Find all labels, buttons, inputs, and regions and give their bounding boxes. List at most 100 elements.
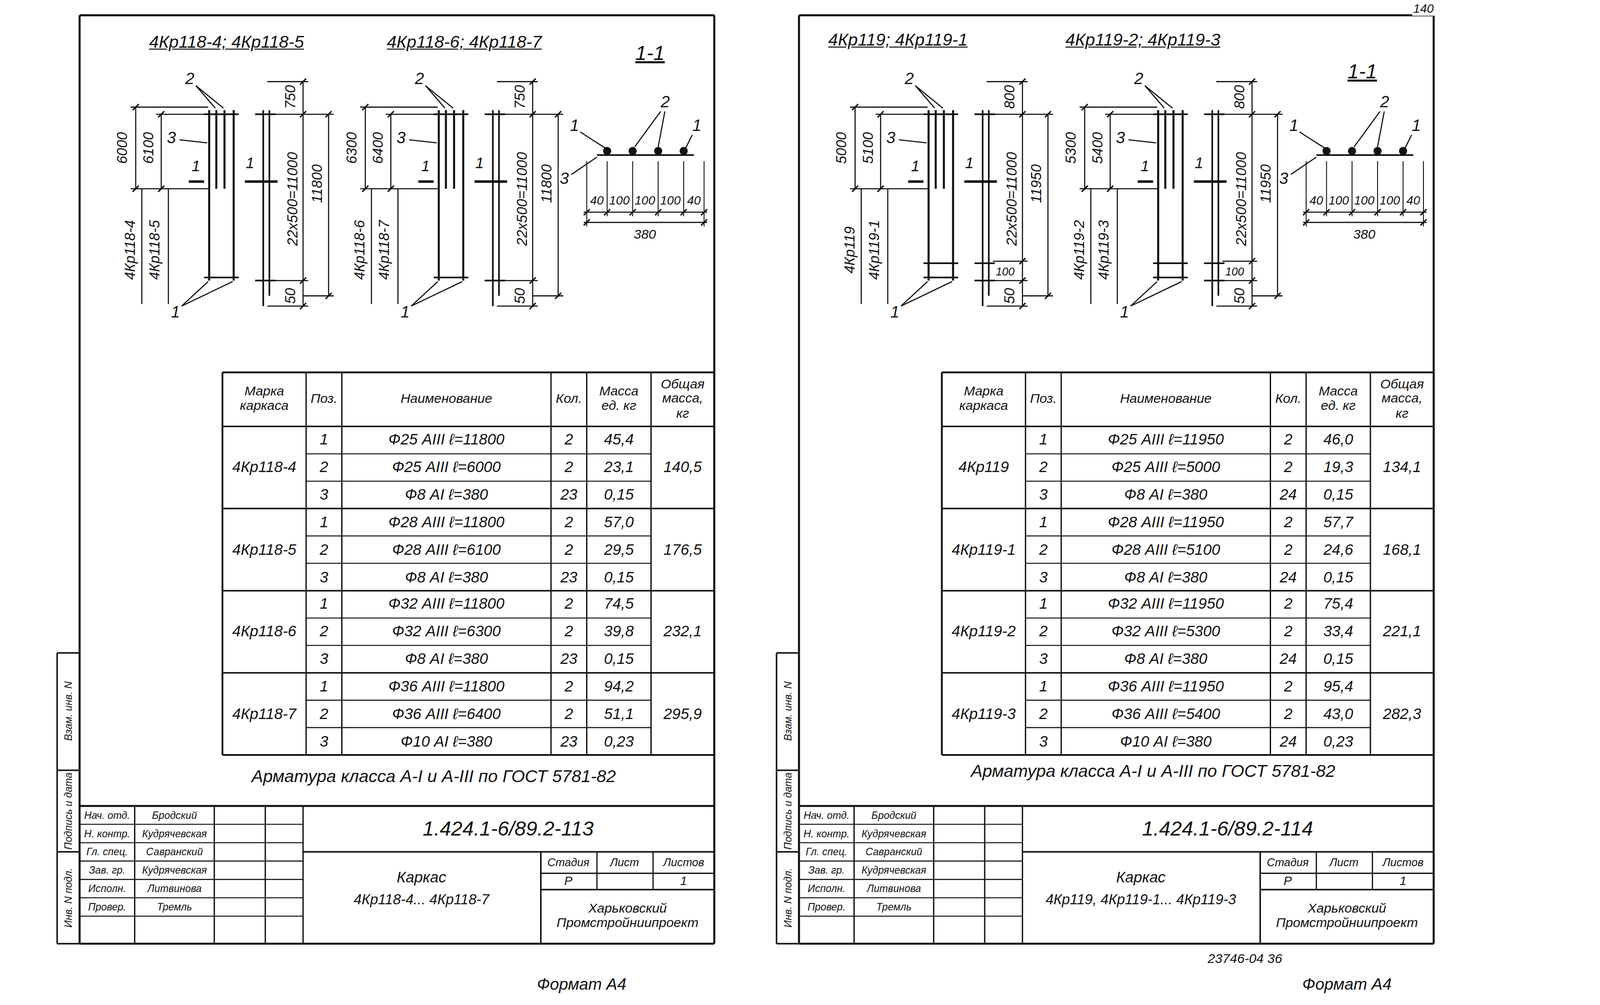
drawing-line — [1274, 111, 1281, 118]
table-cell: Ф8 АI ℓ=380 — [403, 650, 489, 668]
drawing-line — [1045, 111, 1052, 118]
margin-label: Взам. инв. N — [62, 680, 75, 742]
drawing-line — [484, 113, 506, 116]
dimension-text: 800 — [1002, 84, 1018, 110]
dimension-text: 50 — [1002, 286, 1018, 305]
table-cell: 23 — [559, 733, 579, 750]
drawing-line — [213, 805, 216, 944]
table-cell: 2 — [563, 623, 575, 640]
drawing-line — [1204, 262, 1225, 265]
table-cell: Ф25 АIII ℓ=5000 — [1110, 459, 1222, 476]
dimension-text: 11950 — [1028, 163, 1045, 205]
drawing-line — [632, 161, 633, 217]
drawing-line — [798, 897, 1023, 899]
drawing-line — [1260, 889, 1434, 891]
drawing-line — [1025, 453, 1371, 455]
organization: Харьковский Промстройниипроект — [544, 901, 710, 932]
drawing-line — [141, 188, 143, 304]
table-header: Общая масса, кг — [653, 377, 713, 421]
drawing-line — [223, 110, 226, 189]
drawing-line — [923, 262, 958, 265]
sheet-title: Каркас — [395, 868, 448, 886]
table-cell: 2 — [1038, 705, 1049, 723]
section-label: 2 — [659, 92, 671, 111]
drawing-line — [683, 161, 685, 217]
callout-number: 2 — [903, 69, 915, 88]
table-cell: Ф36 АIII ℓ=11950 — [1106, 678, 1225, 695]
table-cell: 0,15 — [603, 568, 636, 586]
drawing-line — [941, 371, 1434, 374]
drawing-line — [529, 277, 536, 284]
drawing-line — [418, 180, 434, 184]
drawing-line — [411, 281, 438, 307]
drawing-line — [540, 889, 715, 891]
stamp-role: Н. контр. — [802, 828, 851, 840]
table-cell: Ф32 АIII ℓ=6300 — [391, 623, 502, 640]
drawing-line — [1249, 303, 1256, 310]
drawing-line — [860, 188, 862, 304]
dimension-text: 22х500=11000 — [285, 151, 301, 248]
drawing-line — [254, 113, 276, 116]
drawing-line — [181, 281, 209, 307]
format-label: Формат А4 — [1301, 975, 1393, 994]
callout-number: 1 — [964, 155, 975, 172]
drawing-line — [879, 114, 882, 189]
table-cell: 4Кр119 — [957, 459, 1011, 476]
drawing-line — [79, 915, 304, 917]
rebar-section — [1398, 146, 1408, 156]
drawing-line — [1025, 535, 1371, 537]
drawing-line — [798, 860, 1023, 862]
drawing-line — [370, 188, 373, 304]
drawing-line — [571, 157, 597, 175]
table-cell: 2 — [1282, 431, 1294, 449]
drawing-line — [387, 185, 394, 192]
drawing-line — [776, 851, 799, 853]
drawing-line — [1377, 109, 1385, 147]
stamp-cell: Листов — [1381, 856, 1425, 869]
drawing-line — [984, 805, 986, 944]
drawing-line — [306, 562, 651, 564]
drawing-line — [300, 111, 307, 118]
drawing-line — [776, 943, 799, 945]
table-cell: 24 — [1278, 650, 1299, 668]
drawing-line — [851, 104, 859, 111]
stamp-role: Исполн. — [806, 883, 847, 895]
drawing-line — [325, 293, 332, 300]
drawing-line — [1144, 85, 1165, 109]
table-cell: Ф25 АIII ℓ=11800 — [387, 431, 506, 449]
drawing-line — [981, 110, 984, 307]
table-cell: 0,15 — [1322, 568, 1355, 586]
table-cell: 2 — [1282, 705, 1294, 723]
table-cell: 2 — [1282, 541, 1294, 559]
drawing-line — [540, 872, 715, 875]
table-cell: 3 — [1038, 733, 1049, 750]
table-cell: Ф8 АI ℓ=380 — [403, 486, 489, 504]
dimension-text: 4Кр118-6 — [352, 218, 368, 281]
drawing-line — [195, 85, 224, 109]
drawing-line — [188, 180, 205, 184]
table-cell: 0,23 — [603, 733, 636, 750]
section-label: 100 — [633, 194, 657, 209]
table-cell: 2 — [563, 541, 575, 559]
stamp-name: Тремль — [875, 901, 913, 913]
drawing-line — [222, 672, 715, 674]
table-cell: 4Кр118-5 — [231, 541, 298, 559]
drawing-line — [425, 85, 453, 109]
table-cell: 23 — [559, 650, 579, 668]
sheet-title: 4Кр119, 4Кр119-1... 4Кр119-3 — [1044, 892, 1238, 908]
drawing-line — [1025, 617, 1371, 619]
table-cell: 4Кр118-4 — [231, 459, 298, 476]
section-label: 40 — [1308, 194, 1325, 209]
rebar-section — [1348, 146, 1357, 156]
rebar-section — [628, 146, 637, 156]
section-label: 1 — [1410, 116, 1422, 135]
stamp-name: Тремль — [155, 901, 194, 913]
drawing-line — [1137, 180, 1154, 184]
drawing-line — [1105, 113, 1153, 116]
table-cell: 2 — [318, 705, 330, 723]
callout-number: 1 — [169, 303, 181, 322]
drawing-line — [1107, 111, 1114, 118]
drawing-line — [1274, 293, 1281, 300]
table-cell: 3 — [318, 568, 330, 586]
